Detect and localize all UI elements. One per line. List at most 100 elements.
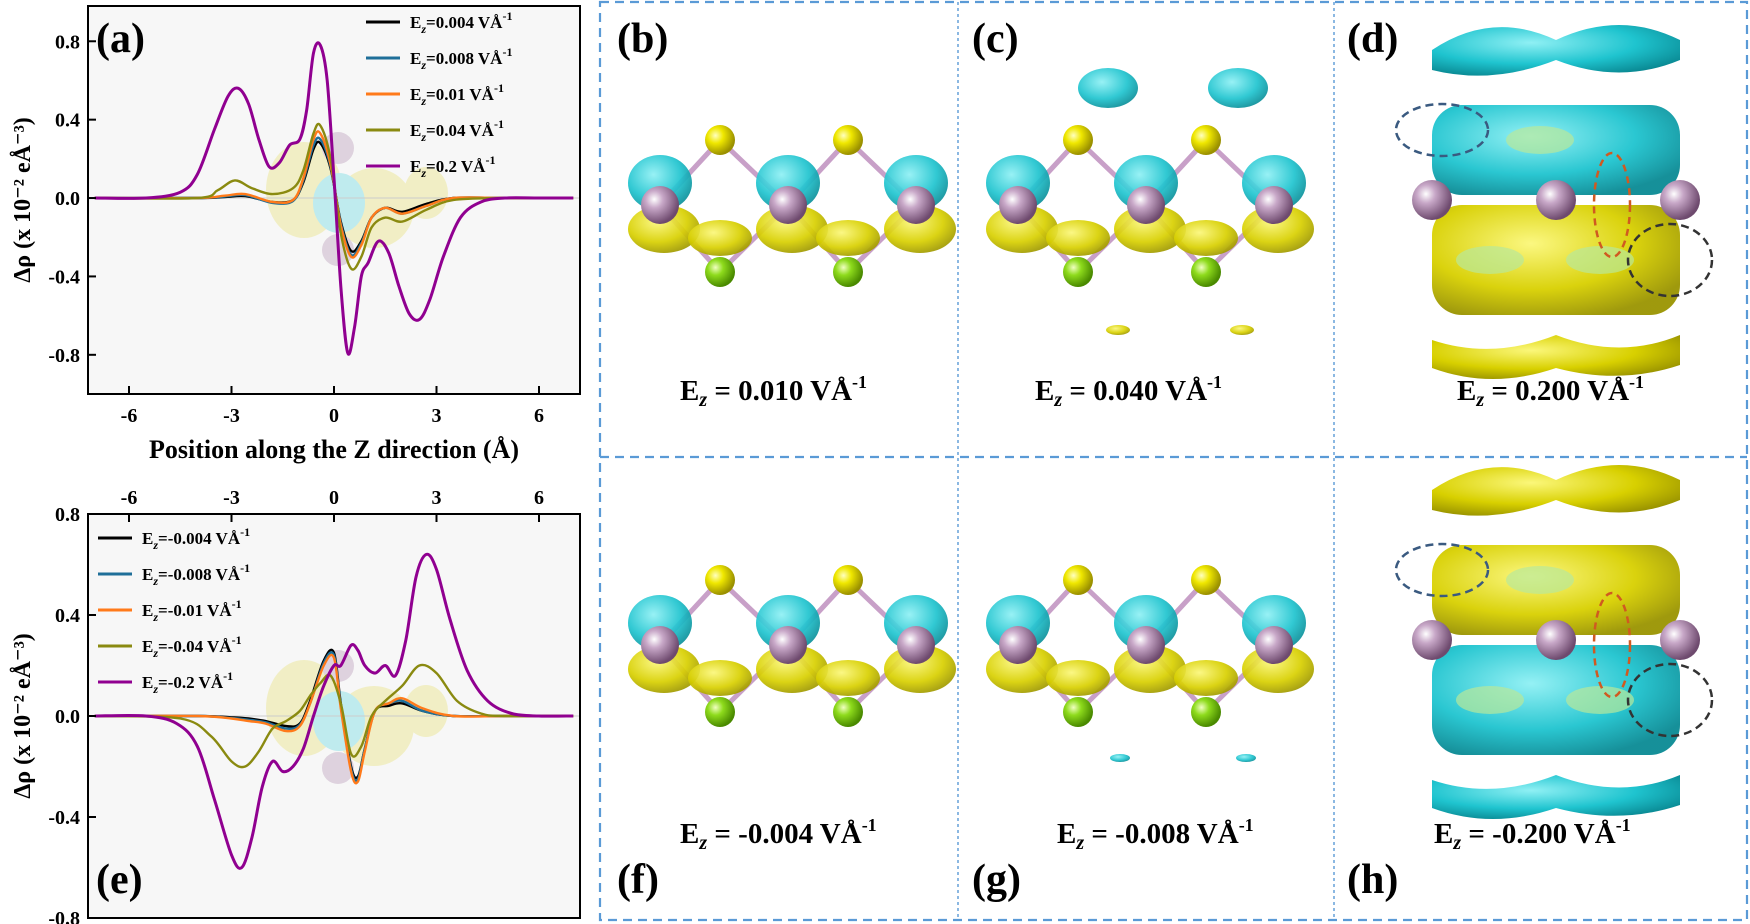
mo-atom xyxy=(641,186,679,224)
highlight-ellipse-orange xyxy=(1592,591,1632,699)
s-atom xyxy=(1063,565,1093,595)
x-axis-label: Position along the Z direction (Å) xyxy=(149,435,519,464)
y-tick-label: 0.0 xyxy=(55,188,80,210)
highlight-ellipse-blue xyxy=(1394,102,1490,158)
charge-lobe-yellow xyxy=(688,660,752,696)
mo-atom xyxy=(1412,180,1452,220)
y-tick-label: -0.4 xyxy=(48,266,80,288)
y-tick-label: 0.4 xyxy=(55,605,80,627)
molecule-b xyxy=(628,125,956,287)
legend-entry-3: Ez=-0.01 VÅ-1 xyxy=(142,597,242,624)
legend-entry-1: Ez=-0.004 VÅ-1 xyxy=(142,525,250,552)
isosurface-wave-bottom xyxy=(1432,335,1680,379)
molecule-c xyxy=(986,68,1314,335)
field-label-f: Ez = -0.004 VÅ-1 xyxy=(680,815,877,854)
panel-label-b: (b) xyxy=(617,16,668,62)
highlight-ellipse-orange xyxy=(1592,151,1632,259)
legend-entry-2: Ez=0.008 VÅ-1 xyxy=(410,45,512,72)
se-atom xyxy=(705,257,735,287)
series-line-4 xyxy=(94,663,574,769)
y-tick-label: -0.8 xyxy=(48,908,80,924)
isosurface-highlight xyxy=(1456,686,1524,714)
highlight-ellipse-black xyxy=(1626,662,1714,738)
isosurface-wave-bottom xyxy=(1432,775,1680,819)
isosurface-dash-yellow xyxy=(1230,325,1254,335)
isosurface-wave-top xyxy=(1432,465,1680,516)
series-line-5 xyxy=(94,41,574,356)
se-atom xyxy=(833,257,863,287)
mo-atom xyxy=(1127,626,1165,664)
isosurface-highlight xyxy=(1566,686,1634,714)
s-atom xyxy=(833,565,863,595)
charge-lobe-yellow xyxy=(688,220,752,256)
panel-frames xyxy=(598,0,1749,922)
isosurface-dash-cyan xyxy=(1236,754,1256,762)
isosurface-highlight xyxy=(1506,126,1574,154)
highlight-ellipse-blue xyxy=(1394,542,1490,598)
x-tick-label: -6 xyxy=(121,487,138,509)
mo-atom xyxy=(1255,626,1293,664)
isosurface-highlight xyxy=(1566,246,1634,274)
legend-entry-5: Ez=-0.2 VÅ-1 xyxy=(142,669,233,696)
isosurface-cap-cyan xyxy=(1078,68,1138,108)
field-panel-h xyxy=(1394,465,1714,819)
outer-dashed-frame xyxy=(598,0,1749,922)
overlay-blob xyxy=(313,691,365,751)
s-atom xyxy=(705,565,735,595)
panel-label-c: (c) xyxy=(972,16,1019,62)
x-tick-label: 0 xyxy=(329,405,339,427)
y-tick-label: -0.8 xyxy=(48,345,80,367)
y-axis-label: Δρ (x 10⁻² eÅ⁻³) xyxy=(10,633,36,799)
panel-label-d: (d) xyxy=(1347,16,1398,62)
legend-entry-2: Ez=-0.008 VÅ-1 xyxy=(142,561,250,588)
isosurface-lower xyxy=(1432,645,1680,755)
charge-lobe-yellow xyxy=(1174,660,1238,696)
mo-atom xyxy=(999,626,1037,664)
x-tick-label: 6 xyxy=(534,405,544,427)
overlay-blob xyxy=(313,173,365,234)
mo-atom xyxy=(769,186,807,224)
legend-entry-3: Ez=0.01 VÅ-1 xyxy=(410,81,504,108)
s-atom xyxy=(705,125,735,155)
panel-label-h: (h) xyxy=(1347,857,1398,903)
field-label-c: Ez = 0.040 VÅ-1 xyxy=(1035,372,1222,411)
x-tick-label: -3 xyxy=(223,405,240,427)
structure-panels xyxy=(628,25,1714,819)
mo-atom xyxy=(897,626,935,664)
series-line-5 xyxy=(94,552,574,870)
overlay-blob xyxy=(266,142,342,239)
mo-atom xyxy=(769,626,807,664)
isosurface-dash-cyan xyxy=(1110,754,1130,762)
charge-lobe-yellow xyxy=(816,220,880,256)
mo-atom xyxy=(1660,180,1700,220)
y-tick-label: 0.8 xyxy=(55,504,80,526)
panel-label-a: (a) xyxy=(96,16,145,62)
legend-entry-5: Ez=0.2 VÅ-1 xyxy=(410,153,495,180)
x-tick-label: 3 xyxy=(432,405,442,427)
charge-lobe-yellow xyxy=(816,660,880,696)
se-atom xyxy=(1191,697,1221,727)
mo-atom xyxy=(1536,620,1576,660)
isosurface-lower xyxy=(1432,205,1680,315)
mo-atom xyxy=(1536,180,1576,220)
isosurface-overlay xyxy=(266,132,448,267)
s-atom xyxy=(1063,125,1093,155)
y-tick-label: 0.0 xyxy=(55,706,80,728)
legend-entry-4: Ez=-0.04 VÅ-1 xyxy=(142,633,242,660)
se-atom xyxy=(1063,697,1093,727)
panel-label-e: (e) xyxy=(96,857,143,903)
s-atom xyxy=(1191,125,1221,155)
isosurface-cap-cyan xyxy=(1208,68,1268,108)
s-atom xyxy=(833,125,863,155)
charge-lobe-yellow xyxy=(1174,220,1238,256)
field-label-b: Ez = 0.010 VÅ-1 xyxy=(680,372,867,411)
mo-atom xyxy=(1412,620,1452,660)
field-panel-d xyxy=(1394,25,1714,379)
s-atom xyxy=(1191,565,1221,595)
y-tick-label: 0.8 xyxy=(55,31,80,53)
legend-entry-1: Ez=0.004 VÅ-1 xyxy=(410,9,512,36)
isosurface-wave-top xyxy=(1432,25,1680,76)
field-label-g: Ez = -0.008 VÅ-1 xyxy=(1057,815,1254,854)
